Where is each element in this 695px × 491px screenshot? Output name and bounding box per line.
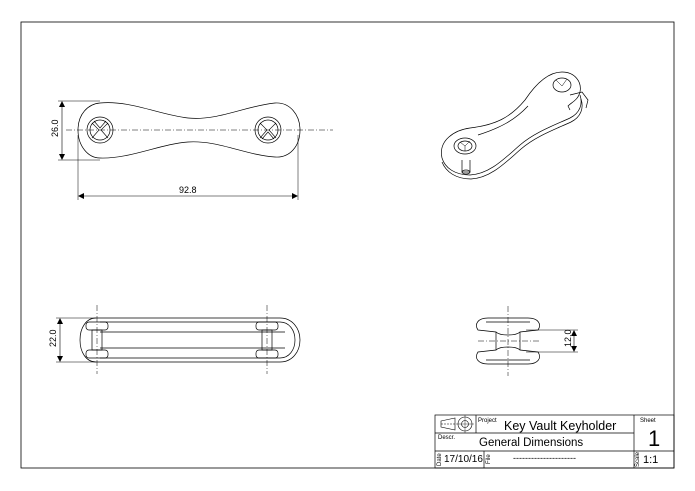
top-view [58, 100, 333, 200]
title-block: Project Key Vault Keyholder Descr. Gener… [435, 415, 674, 467]
sheet-value: 1 [648, 426, 661, 451]
descr-value: General Dimensions [479, 437, 584, 449]
side-view [56, 305, 301, 374]
sheet-label: Sheet [640, 418, 656, 424]
project-value: Key Vault Keyholder [504, 419, 617, 433]
title-block-frame [434, 414, 675, 469]
isometric-view [441, 71, 589, 180]
end-view [476, 306, 578, 376]
file-value: --------------------- [513, 453, 576, 463]
date-value: 17/10/16 [444, 454, 483, 465]
date-label: Date [437, 453, 443, 466]
dim-top-length: 92.8 [179, 185, 197, 195]
sheet-border [20, 21, 675, 469]
dim-top-width: 26.0 [50, 119, 60, 137]
descr-label: Descr. [438, 435, 456, 441]
third-angle-projection-icon [440, 415, 474, 433]
scale-label: Scale [635, 451, 641, 467]
dim-end-width: 12.0 [563, 329, 573, 347]
file-label: File [486, 454, 492, 464]
scale-value: 1:1 [643, 454, 659, 466]
dim-side-width: 22.0 [48, 329, 58, 347]
top-view-outline [77, 102, 301, 159]
project-label: Project [478, 418, 497, 424]
